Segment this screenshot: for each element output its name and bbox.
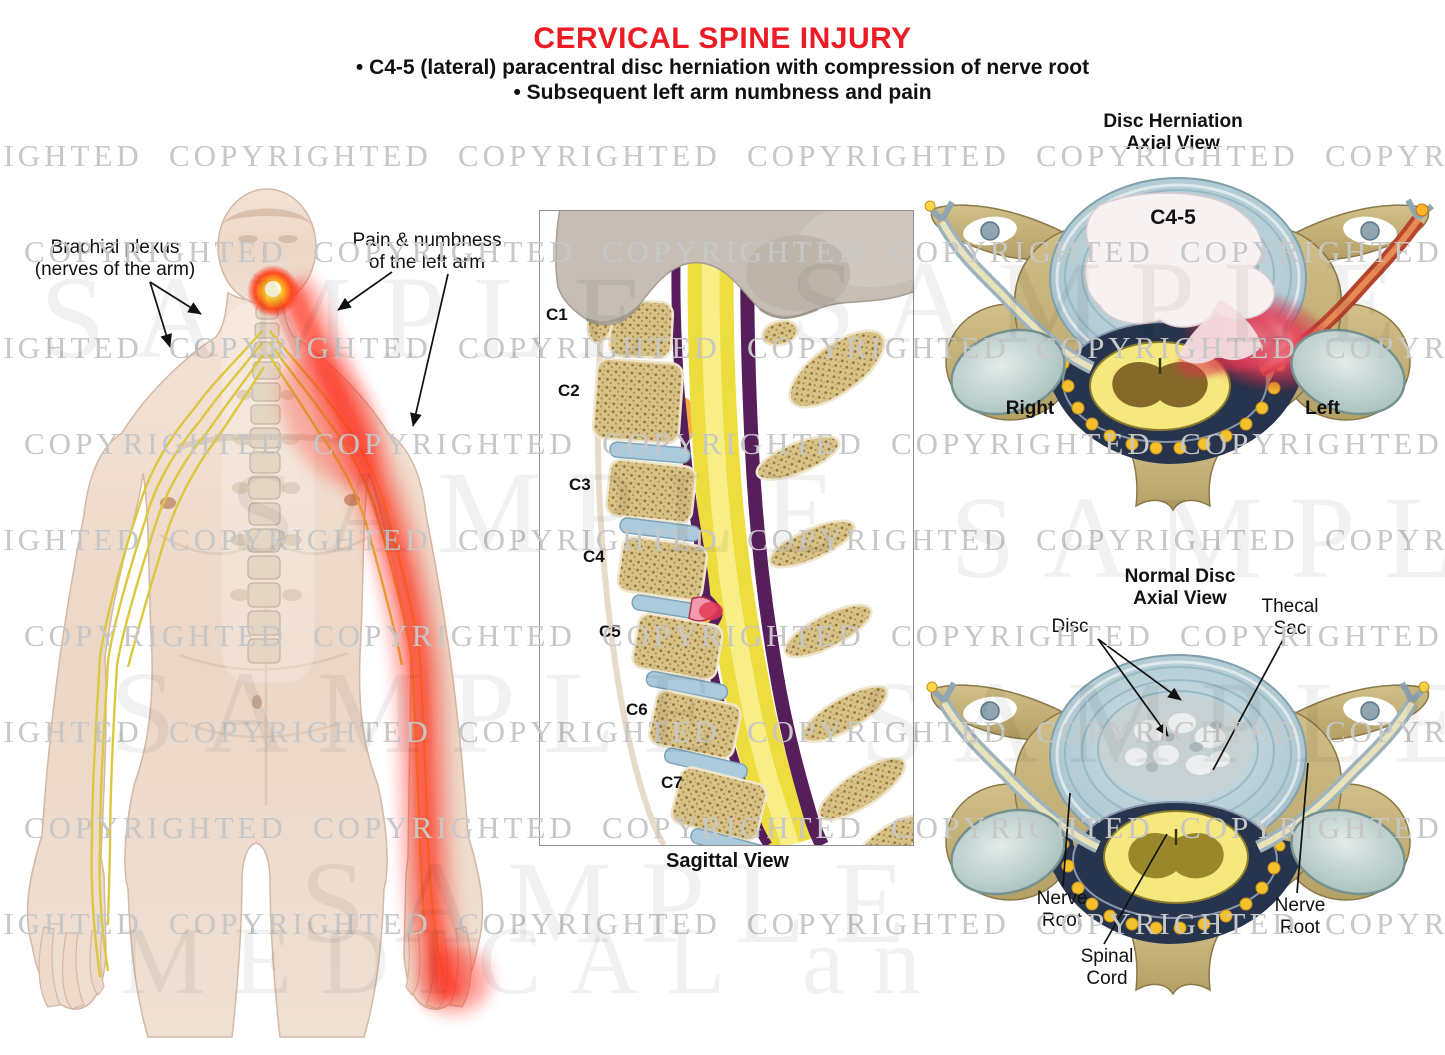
herniation-disc-level-label: C4-5	[1150, 206, 1196, 229]
normal-axial-illustration	[926, 654, 1430, 996]
vertebra-label-c6: C6	[626, 700, 648, 719]
vertebra-label-c3: C3	[569, 475, 591, 494]
herniation-axial-illustration	[924, 177, 1434, 512]
disc-herniation-c4-5	[688, 596, 723, 622]
copyright-watermark: COPYRIGHTED	[1036, 522, 1299, 557]
facet-joint-left	[1290, 808, 1406, 896]
vertebra-label-c4: C4	[583, 547, 605, 566]
pain-numbness-label: Pain & numbness of the left arm	[352, 230, 502, 273]
hairline	[222, 208, 312, 225]
side-label-left: Left	[1305, 398, 1340, 419]
copyright-watermark: COPYRIGHTED	[1325, 522, 1445, 557]
vertebra-label-c2: C2	[558, 381, 580, 400]
copyright-watermark: COPYRIGHTED	[0, 138, 143, 173]
spinal-cord-axial	[1103, 810, 1249, 904]
dura-posterior	[740, 211, 829, 845]
human-figure-illustration	[26, 188, 491, 1038]
thecal-sac-label: Thecal Sac	[1261, 596, 1319, 639]
skull-base	[555, 211, 913, 326]
navel	[252, 695, 262, 709]
vertebral-bodies	[586, 298, 776, 845]
copyright-watermark: COPYRIGHTED	[169, 138, 432, 173]
nerve-root-label-right: Nerve Root	[1274, 895, 1326, 938]
brachial-plexus-label: Brachial plexus (nerves of the arm)	[34, 237, 196, 280]
side-label-right: Right	[1005, 398, 1055, 419]
sagittal-view-panel: C1 C2 C3 C4 C5 C6 C7	[539, 210, 914, 846]
spinal-cord-label: Spinal Cord	[1080, 946, 1134, 989]
header-bullet-1: • C4-5 (lateral) paracentral disc hernia…	[355, 56, 1090, 79]
herniation-axial-title: Disc Herniation Axial View	[1103, 111, 1243, 154]
normal-axial-title: Normal Disc Axial View	[1124, 566, 1236, 609]
sagittal-view-caption: Sagittal View	[665, 850, 789, 872]
facet-joint-left	[1290, 328, 1406, 416]
vertebra-label-c7: C7	[661, 773, 683, 792]
nucleus-pulposus	[1100, 695, 1252, 799]
sagittal-illustration	[555, 211, 913, 845]
pain-highlight	[247, 265, 491, 1014]
vertebra-label-c1: C1	[546, 305, 568, 324]
copyright-watermark: COPYRIGHTED	[458, 138, 721, 173]
facet-joint-right	[950, 328, 1066, 416]
page-title: CERVICAL SPINE INJURY	[533, 22, 912, 55]
header-bullet-2: • Subsequent left arm numbness and pain	[513, 81, 932, 104]
vertebra-label-c5: C5	[599, 622, 621, 641]
nerve-root-left-side	[1255, 681, 1430, 853]
nerve-root-right-side	[924, 200, 1095, 374]
face-features	[238, 235, 298, 279]
disc-label: Disc	[1051, 616, 1089, 637]
nerve-root-label-left: Nerve Root	[1036, 888, 1088, 931]
spinous-processes	[755, 319, 913, 845]
